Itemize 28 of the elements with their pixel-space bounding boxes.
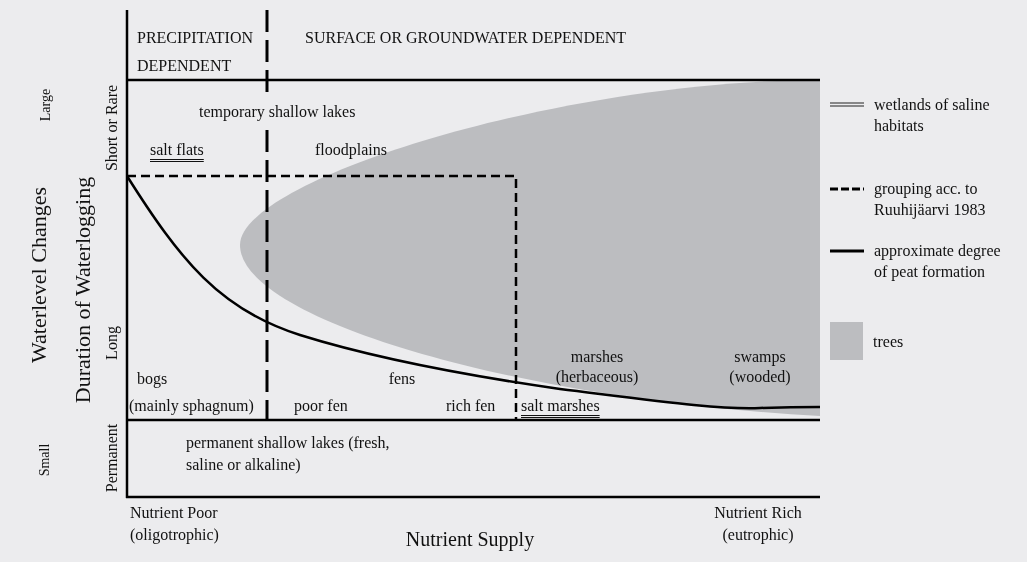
habitat-label: rich fen <box>446 396 496 416</box>
zone-heading: PRECIPITATION DEPENDENT <box>137 28 255 76</box>
legend-label: approximate degree of peat formation <box>874 241 1002 282</box>
legend-label: trees <box>873 332 905 352</box>
legend-label: wetlands of saline habitats <box>874 95 991 136</box>
axis-label: Permanent <box>102 423 121 493</box>
axis-label: Nutrient Rich (eutrophic) <box>713 503 803 546</box>
zone-heading: SURFACE OR GROUNDWATER DEPENDENT <box>305 28 627 48</box>
habitat-label: bogs <box>137 369 168 390</box>
habitat-label: temporary shallow lakes <box>197 100 358 124</box>
habitat-label: (mainly sphagnum) <box>129 396 254 417</box>
legend-label: grouping acc. to Ruuhijäarvi 1983 <box>874 179 987 220</box>
habitat-label: fens <box>388 369 416 389</box>
habitat-label: salt flats <box>150 140 204 160</box>
axis-title: Waterlevel Changes <box>24 187 52 363</box>
axis-label: Nutrient Poor (oligotrophic) <box>130 503 220 546</box>
habitat-label: swamps (wooded) <box>728 347 792 387</box>
habitat-label: poor fen <box>294 396 348 417</box>
axis-label: Short or Rare <box>102 84 121 172</box>
habitat-label: marshes (herbaceous) <box>554 347 640 387</box>
axis-label: Large <box>36 88 54 122</box>
axis-label: Small <box>35 443 53 477</box>
habitat-label: salt marshes <box>521 396 600 416</box>
axis-title: Nutrient Supply <box>405 527 535 553</box>
habitat-label: permanent shallow lakes (fresh, saline or alkaline) <box>186 433 391 475</box>
axis-title: Duration of Waterlogging <box>68 176 96 404</box>
axis-label: Long <box>102 326 122 360</box>
habitat-label: floodplains <box>315 140 387 161</box>
